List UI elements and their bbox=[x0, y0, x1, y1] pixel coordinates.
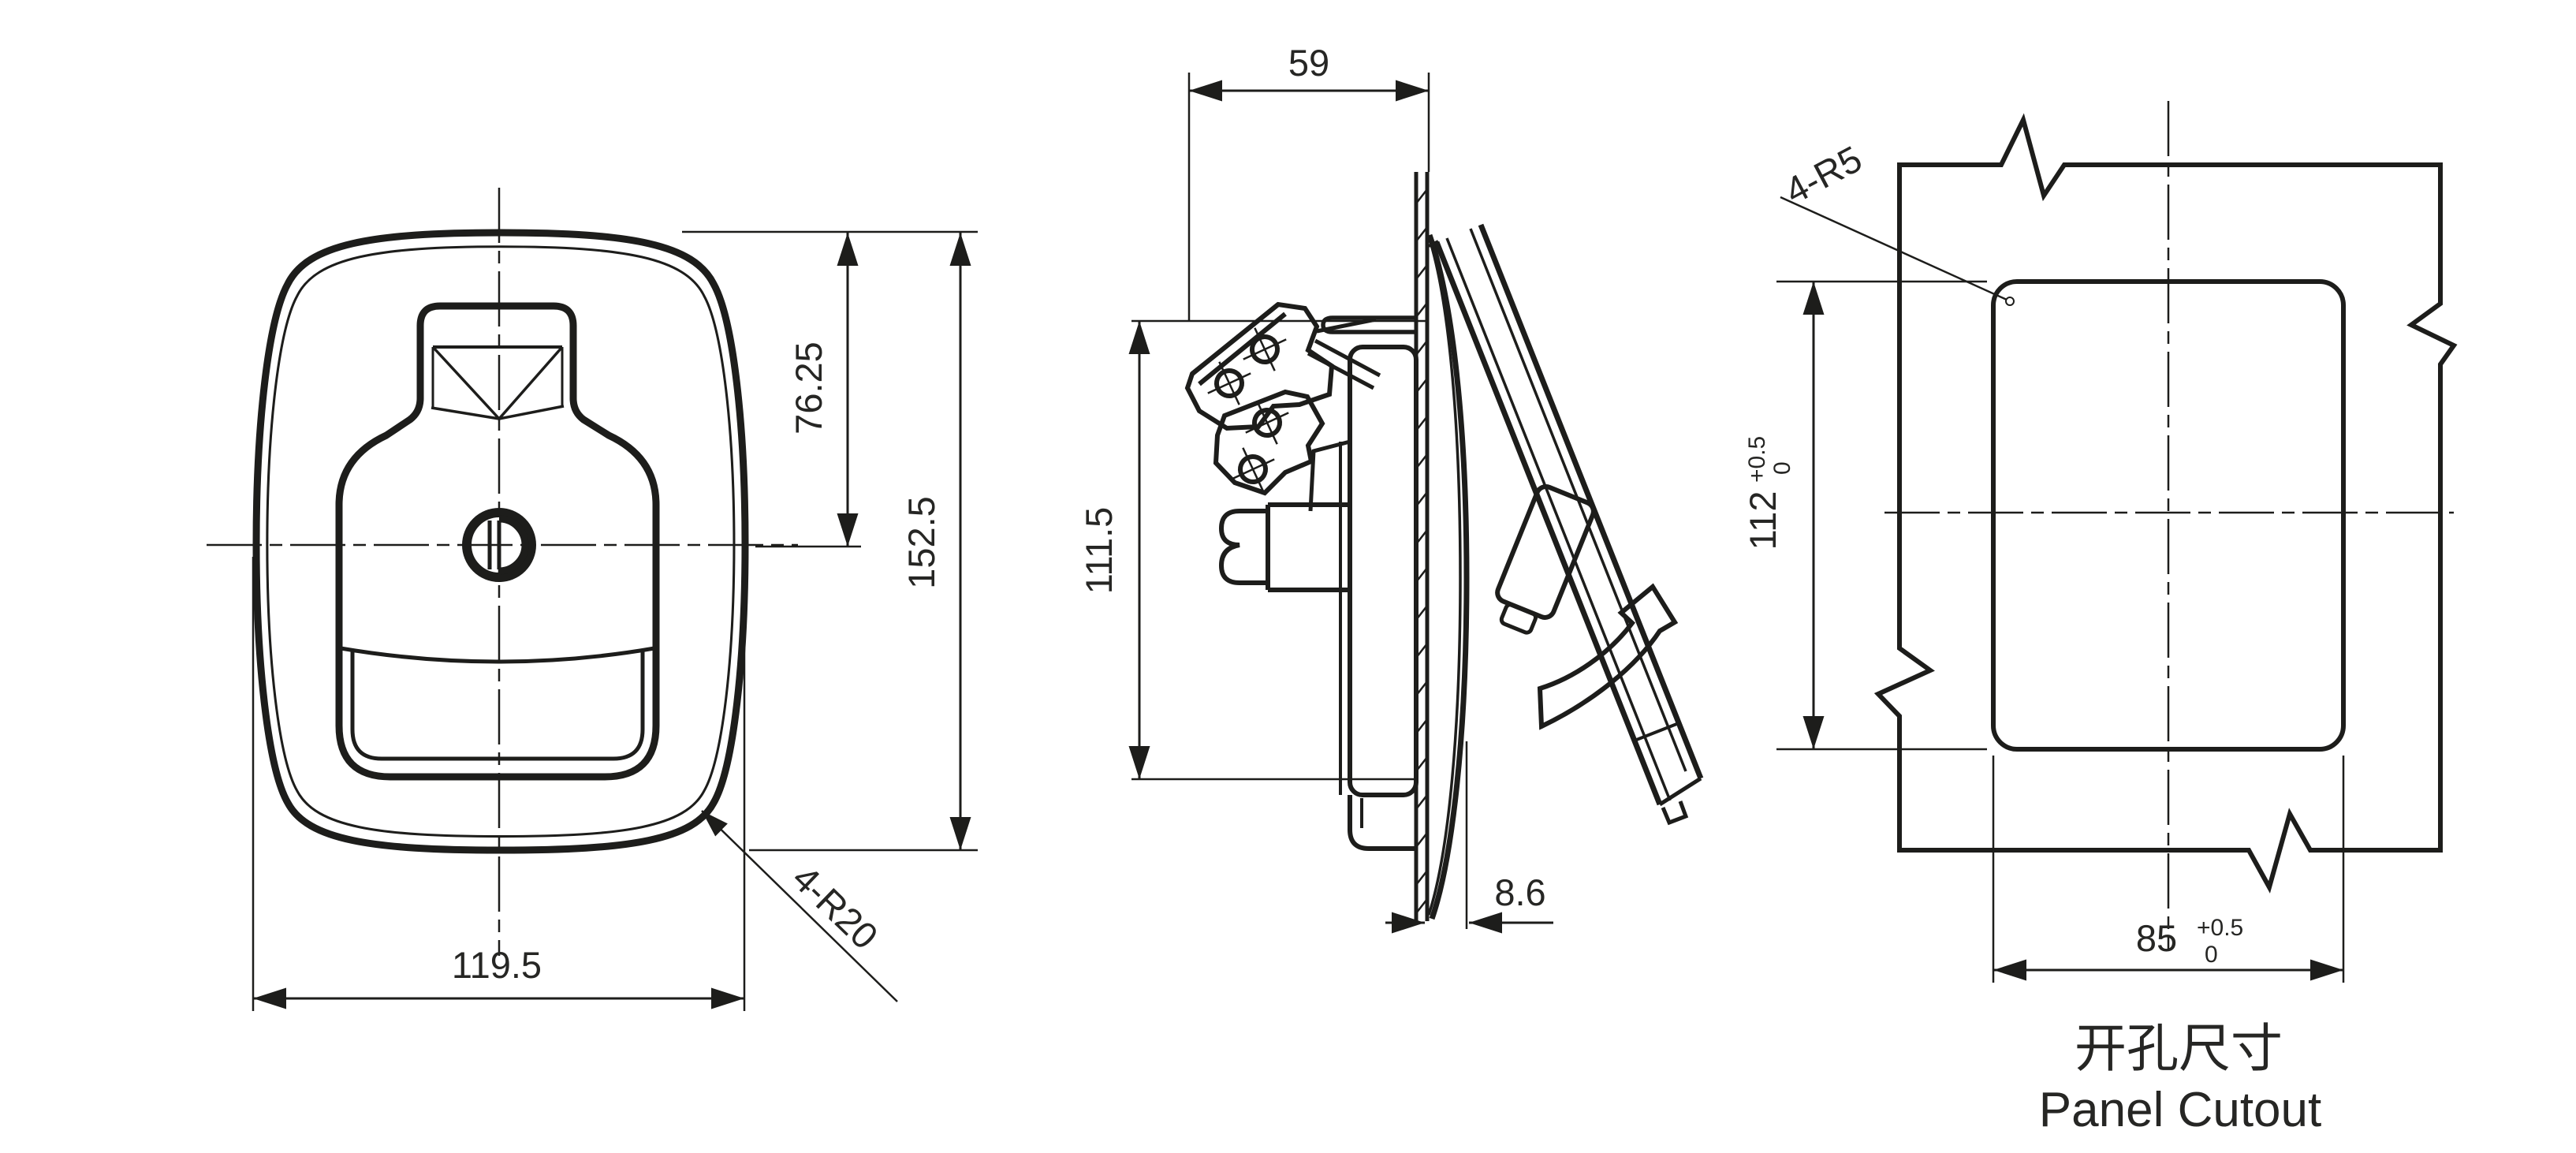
dim-label-85: 85 bbox=[2136, 917, 2177, 959]
dim-side-protrusion: 8.6 bbox=[1385, 741, 1553, 934]
dim-front-total-height: 152.5 bbox=[749, 233, 978, 852]
dim-label-59: 59 bbox=[1288, 42, 1329, 84]
panel-outline-with-breaks bbox=[1873, 113, 2458, 894]
dim-label-111-5: 111.5 bbox=[1078, 507, 1120, 595]
panel-cutout-view: 4-R5 112 +0.5 0 85 +0.5 0 开孔尺寸 Panel Cut… bbox=[1742, 101, 2458, 1137]
dim-side-depth: 59 bbox=[1187, 42, 1430, 321]
closed-lid-profile bbox=[1426, 233, 1470, 920]
open-lid-profile bbox=[1428, 223, 1704, 826]
dim-label-119-5: 119.5 bbox=[452, 944, 542, 986]
latch-outer-shape bbox=[252, 229, 749, 854]
handle-neck-detail bbox=[431, 345, 565, 420]
leader-front-corner-radius: 4-R20 bbox=[701, 810, 898, 1002]
view-title-chinese: 开孔尺寸 bbox=[2075, 1019, 2283, 1077]
dim-front-upper-height: 76.25 bbox=[682, 230, 978, 548]
dim-label-152-5: 152.5 bbox=[900, 496, 942, 589]
latch-housing-body bbox=[1218, 315, 1418, 851]
dim-label-76-25: 76.25 bbox=[788, 341, 829, 435]
view-title-english: Panel Cutout bbox=[2039, 1083, 2321, 1137]
dim-cutout-height: 112 +0.5 0 bbox=[1742, 280, 1987, 751]
finger-recess-detail bbox=[340, 646, 655, 778]
latch-outer-inner-contour bbox=[266, 245, 736, 838]
dim-cutout-width: 85 +0.5 0 bbox=[1992, 756, 2345, 983]
dim-label-4-r5: 4-R5 bbox=[1778, 137, 1869, 212]
keyhole bbox=[462, 508, 536, 582]
dim-front-width: 119.5 bbox=[252, 557, 746, 1011]
cutout-outline bbox=[1991, 279, 2346, 752]
dim-112-tol-zero: 0 bbox=[1769, 461, 1795, 475]
dim-label-8-6: 8.6 bbox=[1494, 871, 1545, 913]
dim-112-tol-plus: +0.5 bbox=[1744, 436, 1770, 483]
dim-label-112: 112 bbox=[1742, 491, 1784, 550]
screw-position-marks bbox=[1207, 327, 1289, 491]
latch-side-view: 59 111.5 8.6 bbox=[1078, 42, 1704, 934]
latch-front-view: 76.25 152.5 119.5 4-R20 bbox=[207, 188, 978, 1011]
dim-85-tol-plus: +0.5 bbox=[2197, 915, 2243, 941]
open-direction-arrow bbox=[1537, 583, 1679, 730]
panel-hatching bbox=[1415, 188, 1428, 914]
dim-85-tol-zero: 0 bbox=[2205, 942, 2218, 968]
dim-side-body-height: 111.5 bbox=[1078, 319, 1427, 781]
